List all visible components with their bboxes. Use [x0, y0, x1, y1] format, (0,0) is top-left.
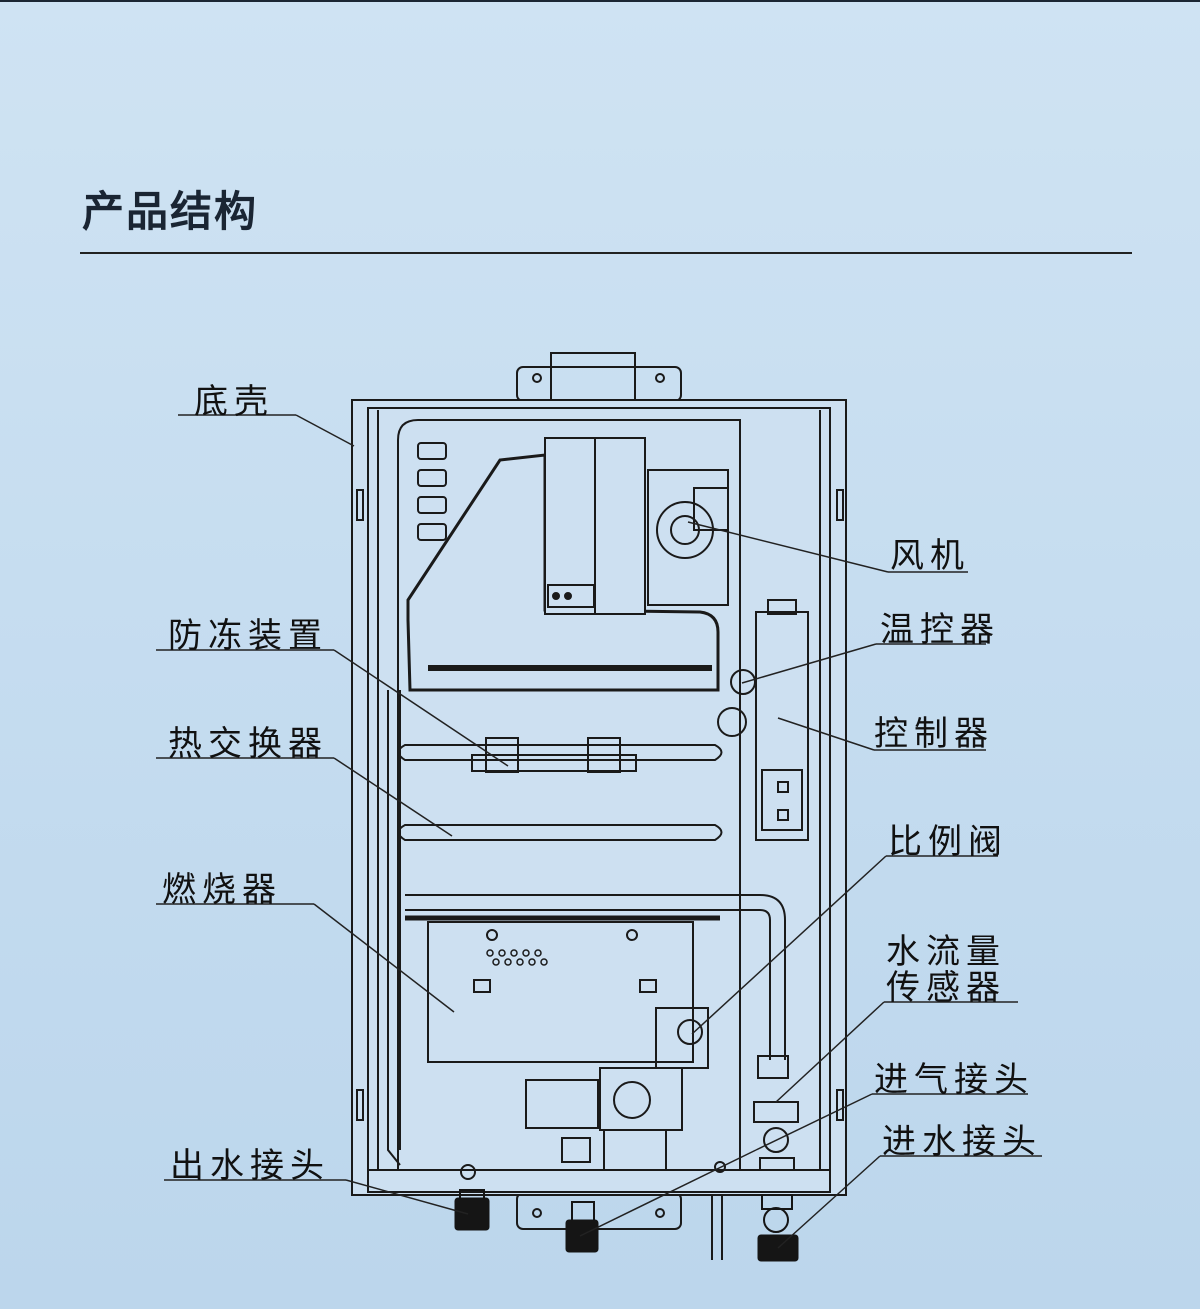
mounting-bracket	[516, 366, 682, 402]
heat-exchanger-tubes	[387, 690, 786, 1166]
label-water-outlet: 出水接头	[170, 1146, 330, 1186]
label-water-flow-sensor-line2: 传感器	[886, 968, 1006, 1008]
label-fan: 风机	[890, 536, 970, 576]
label-base-shell: 底壳	[194, 382, 274, 422]
title-divider	[80, 252, 1132, 254]
flue-collar	[550, 352, 636, 402]
label-gas-inlet: 进气接头	[874, 1060, 1034, 1100]
side-vents	[417, 442, 447, 541]
label-controller: 控制器	[874, 714, 994, 754]
label-water-inlet: 进水接头	[882, 1122, 1042, 1162]
label-antifreeze-device: 防冻装置	[168, 616, 328, 656]
outlet-connector	[454, 1197, 490, 1231]
page-title: 产品结构	[82, 187, 259, 236]
gas-inlet-connector	[565, 1219, 599, 1253]
antifreeze-device	[471, 754, 637, 772]
leader-lines	[156, 414, 1042, 1249]
label-thermostat: 温控器	[880, 610, 1000, 650]
water-flow-sensor	[757, 1055, 789, 1079]
label-burner: 燃烧器	[162, 870, 282, 910]
burner-holes	[486, 949, 548, 966]
label-heat-exchanger: 热交换器	[168, 724, 328, 764]
label-water-flow-sensor-line1: 水流量	[886, 932, 1006, 972]
top-border	[0, 0, 1200, 2]
label-proportional-valve: 比例阀	[888, 822, 1008, 862]
fan-motor	[647, 469, 729, 606]
controller-box	[755, 611, 809, 841]
